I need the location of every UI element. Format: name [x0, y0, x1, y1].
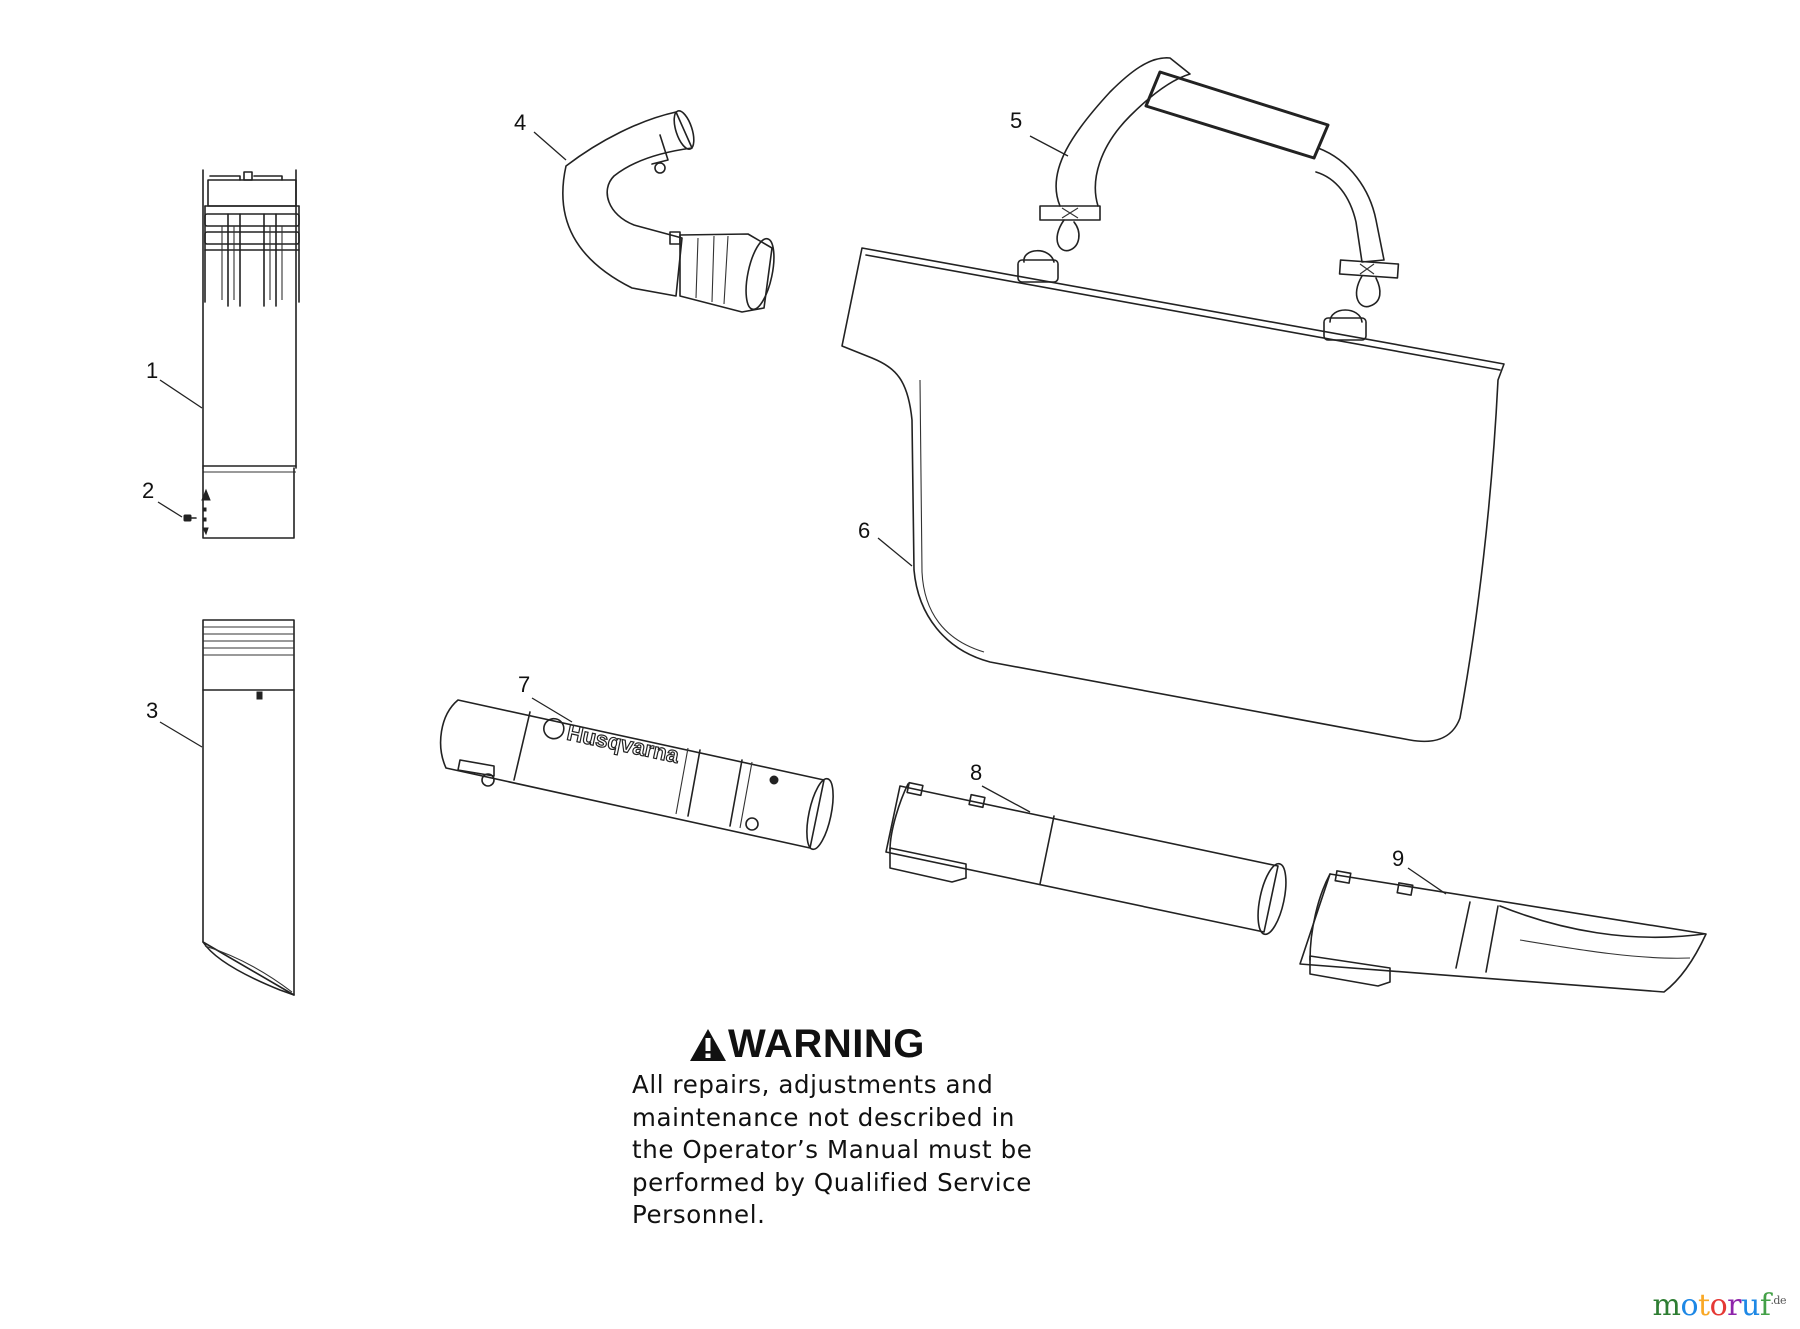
watermark-letter: o	[1709, 1288, 1728, 1323]
part-1-tube	[201, 169, 300, 539]
warning-triangle-icon	[690, 1028, 726, 1061]
callout-8: 8	[970, 760, 982, 785]
watermark-letter: u	[1741, 1288, 1760, 1323]
watermark-letter: o	[1680, 1288, 1699, 1323]
watermark-letter: r	[1727, 1288, 1741, 1323]
callout-labels: 1 2 3 4 5 6 7 8 9	[142, 108, 1404, 871]
watermark-logo: motoruf.de	[1653, 1288, 1787, 1323]
warning-line: All repairs, adjustments and	[632, 1070, 994, 1099]
part-5-strap	[1039, 57, 1400, 308]
callout-1: 1	[146, 358, 158, 383]
part-3-nozzle	[202, 619, 295, 996]
warning-notice: WARNING All repairs, adjustments and mai…	[632, 1022, 1092, 1232]
callout-6: 6	[858, 518, 870, 543]
part-2-screw	[183, 514, 197, 522]
watermark-suffix: .de	[1770, 1294, 1786, 1307]
watermark-letter: f	[1759, 1288, 1771, 1323]
warning-line: maintenance not described in	[632, 1102, 1016, 1132]
brand-label: Husqvarna	[565, 720, 682, 768]
callout-2: 2	[142, 478, 154, 503]
warning-header: WARNING	[688, 1022, 1092, 1067]
part-8-tube	[885, 781, 1287, 936]
callout-4: 4	[514, 110, 526, 135]
watermark-letter: m	[1652, 1288, 1681, 1323]
leader-lines	[157, 131, 1447, 895]
part-7-tube: Husqvarna	[439, 699, 834, 851]
warning-line: performed by Qualified Service	[632, 1167, 1032, 1197]
watermark-letters: motoruf	[1653, 1288, 1771, 1323]
warning-line: Personnel.	[632, 1200, 766, 1229]
part-4-elbow	[562, 110, 775, 313]
part-6-bag	[841, 247, 1505, 743]
callout-7: 7	[518, 672, 530, 697]
watermark-letter: t	[1698, 1288, 1710, 1323]
warning-body: All repairs, adjustments and maintenance…	[632, 1069, 1092, 1232]
callout-5: 5	[1010, 108, 1022, 133]
part-9-nozzle	[1299, 870, 1707, 993]
warning-title: WARNING	[728, 1022, 925, 1066]
callout-3: 3	[146, 698, 158, 723]
callout-9: 9	[1392, 846, 1404, 871]
warning-line: the Operator’s Manual must be	[632, 1135, 1033, 1164]
